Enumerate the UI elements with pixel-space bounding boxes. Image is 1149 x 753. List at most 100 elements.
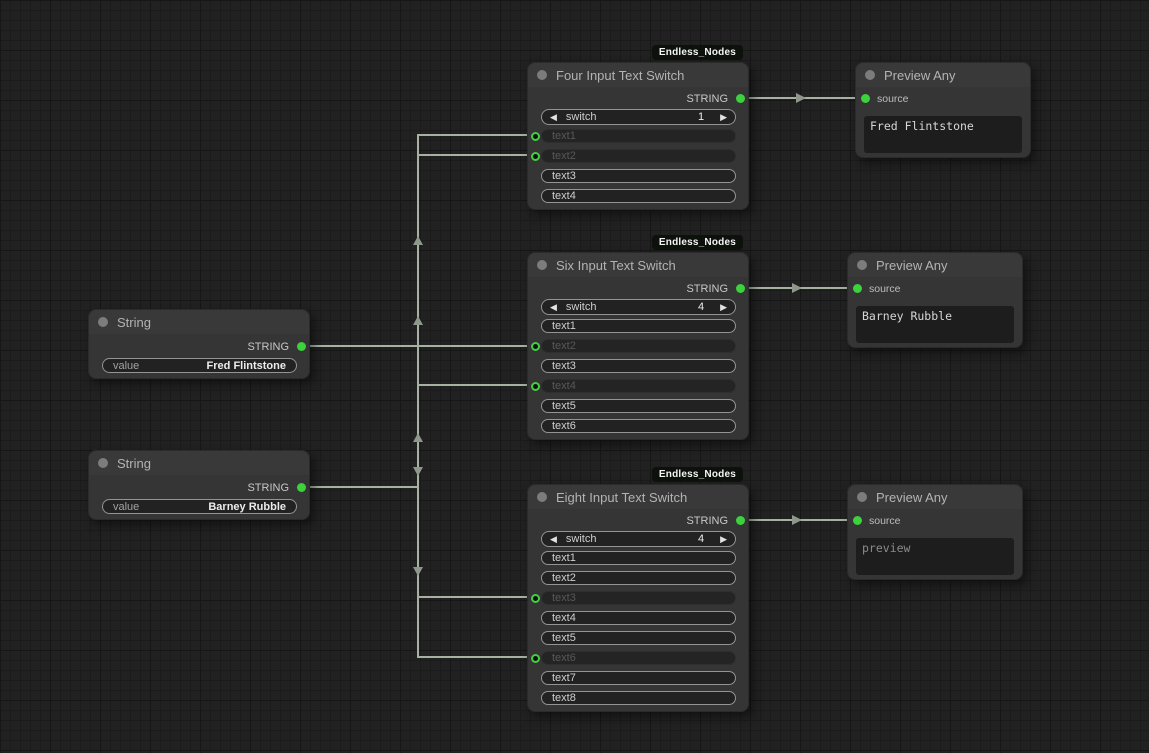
- value-widget[interactable]: value Barney Rubble: [102, 499, 297, 514]
- wire-direction-down-icon: [413, 467, 423, 476]
- widget-text3[interactable]: text3: [541, 591, 736, 605]
- collapse-dot-icon[interactable]: [537, 492, 547, 502]
- input-slot-dot[interactable]: [853, 284, 862, 293]
- node-title: Preview Any: [876, 257, 948, 273]
- collapse-dot-icon[interactable]: [857, 260, 867, 270]
- widget-label: text3: [552, 592, 576, 604]
- switch-widget[interactable]: ◀ switch 4 ▶: [541, 299, 736, 315]
- widget-text4[interactable]: text4: [541, 189, 736, 203]
- node-title: Six Input Text Switch: [556, 257, 676, 273]
- node-title: Preview Any: [876, 489, 948, 505]
- node-titlebar[interactable]: String: [89, 451, 309, 475]
- widget-label: text1: [552, 552, 576, 564]
- link-wire-four-text2: [417, 154, 534, 156]
- widget-text2[interactable]: text2: [541, 149, 736, 163]
- node-preview-any-2[interactable]: Preview Any source Barney Rubble: [847, 252, 1023, 348]
- widget-text1[interactable]: text1: [541, 129, 736, 143]
- output-slot-dot[interactable]: [736, 284, 745, 293]
- widget-text4[interactable]: text4: [541, 611, 736, 625]
- input-slot-dot[interactable]: [853, 516, 862, 525]
- input-slot-label: source: [869, 515, 901, 527]
- node-four-input-text-switch[interactable]: Endless_Nodes Four Input Text Switch STR…: [527, 45, 749, 210]
- input-slot-dot[interactable]: [531, 342, 540, 351]
- node-preview-any-3[interactable]: Preview Any source preview: [847, 484, 1023, 580]
- output-slot-dot[interactable]: [736, 94, 745, 103]
- node-titlebar[interactable]: Four Input Text Switch: [528, 63, 748, 87]
- widget-text1[interactable]: text1: [541, 319, 736, 333]
- widget-label: value: [113, 500, 140, 513]
- widget-text2[interactable]: text2: [541, 571, 736, 585]
- collapse-dot-icon[interactable]: [537, 260, 547, 270]
- node-string-fred[interactable]: String STRING value Fred Flintstone: [88, 309, 310, 379]
- collapse-dot-icon[interactable]: [98, 458, 108, 468]
- widget-value: Barney Rubble: [208, 500, 286, 513]
- node-string-barney[interactable]: String STRING value Barney Rubble: [88, 450, 310, 520]
- wire-direction-right-icon: [792, 515, 802, 525]
- node-titlebar[interactable]: Preview Any: [856, 63, 1030, 87]
- node-titlebar[interactable]: String: [89, 310, 309, 334]
- collapse-dot-icon[interactable]: [537, 70, 547, 80]
- wire-direction-down-icon: [413, 567, 423, 576]
- preview-text-area[interactable]: preview: [856, 538, 1014, 575]
- widget-label: text3: [552, 360, 576, 372]
- value-widget[interactable]: value Fred Flintstone: [102, 358, 297, 373]
- switch-widget[interactable]: ◀ switch 1 ▶: [541, 109, 736, 125]
- switch-widget[interactable]: ◀ switch 4 ▶: [541, 531, 736, 547]
- widget-text8[interactable]: text8: [541, 691, 736, 705]
- output-slot-label: STRING: [686, 93, 728, 105]
- increment-arrow-icon[interactable]: ▶: [720, 533, 727, 544]
- widget-label: text2: [552, 340, 576, 352]
- widget-text5[interactable]: text5: [541, 631, 736, 645]
- input-slot-dot[interactable]: [861, 94, 870, 103]
- widget-text5[interactable]: text5: [541, 399, 736, 413]
- node-titlebar[interactable]: Six Input Text Switch: [528, 253, 748, 277]
- widget-label: text5: [552, 400, 576, 412]
- widget-label: text4: [552, 612, 576, 624]
- node-title: Four Input Text Switch: [556, 67, 685, 83]
- increment-arrow-icon[interactable]: ▶: [720, 111, 727, 122]
- node-titlebar[interactable]: Preview Any: [848, 485, 1022, 509]
- node-titlebar[interactable]: Preview Any: [848, 253, 1022, 277]
- decrement-arrow-icon[interactable]: ◀: [550, 533, 557, 544]
- widget-label: text2: [552, 150, 576, 162]
- widget-text6[interactable]: text6: [541, 651, 736, 665]
- widget-text6[interactable]: text6: [541, 419, 736, 433]
- widget-label: text3: [552, 170, 576, 182]
- collapse-dot-icon[interactable]: [857, 492, 867, 502]
- output-slot-dot[interactable]: [736, 516, 745, 525]
- increment-arrow-icon[interactable]: ▶: [720, 301, 727, 312]
- preview-text-area[interactable]: Fred Flintstone: [864, 116, 1022, 153]
- widget-text3[interactable]: text3: [541, 169, 736, 183]
- node-eight-input-text-switch[interactable]: Endless_Nodes Eight Input Text Switch ST…: [527, 467, 749, 712]
- input-slot-dot[interactable]: [531, 132, 540, 141]
- link-wire-barney-out: [303, 486, 418, 488]
- widget-text1[interactable]: text1: [541, 551, 736, 565]
- widget-label: value: [113, 359, 140, 372]
- link-wire-eight-text6: [417, 656, 534, 658]
- output-slot-dot[interactable]: [297, 483, 306, 492]
- widget-text7[interactable]: text7: [541, 671, 736, 685]
- input-slot-dot[interactable]: [531, 152, 540, 161]
- output-slot-dot[interactable]: [297, 342, 306, 351]
- input-slot-dot[interactable]: [531, 594, 540, 603]
- widget-label: text5: [552, 632, 576, 644]
- widget-label: text6: [552, 420, 576, 432]
- link-wire-eight-text3: [417, 596, 534, 598]
- switch-widget-label: switch: [565, 111, 597, 123]
- decrement-arrow-icon[interactable]: ◀: [550, 301, 557, 312]
- node-titlebar[interactable]: Eight Input Text Switch: [528, 485, 748, 509]
- node-six-input-text-switch[interactable]: Endless_Nodes Six Input Text Switch STRI…: [527, 235, 749, 440]
- widget-label: text1: [552, 130, 576, 142]
- widget-text3[interactable]: text3: [541, 359, 736, 373]
- widget-text2[interactable]: text2: [541, 339, 736, 353]
- collapse-dot-icon[interactable]: [865, 70, 875, 80]
- input-slot-dot[interactable]: [531, 654, 540, 663]
- node-preview-any-1[interactable]: Preview Any source Fred Flintstone: [855, 62, 1031, 158]
- collapse-dot-icon[interactable]: [98, 317, 108, 327]
- input-slot-dot[interactable]: [531, 382, 540, 391]
- preview-text-area[interactable]: Barney Rubble: [856, 306, 1014, 343]
- link-wire-four-text1: [417, 134, 534, 136]
- widget-text4[interactable]: text4: [541, 379, 736, 393]
- decrement-arrow-icon[interactable]: ◀: [550, 111, 557, 122]
